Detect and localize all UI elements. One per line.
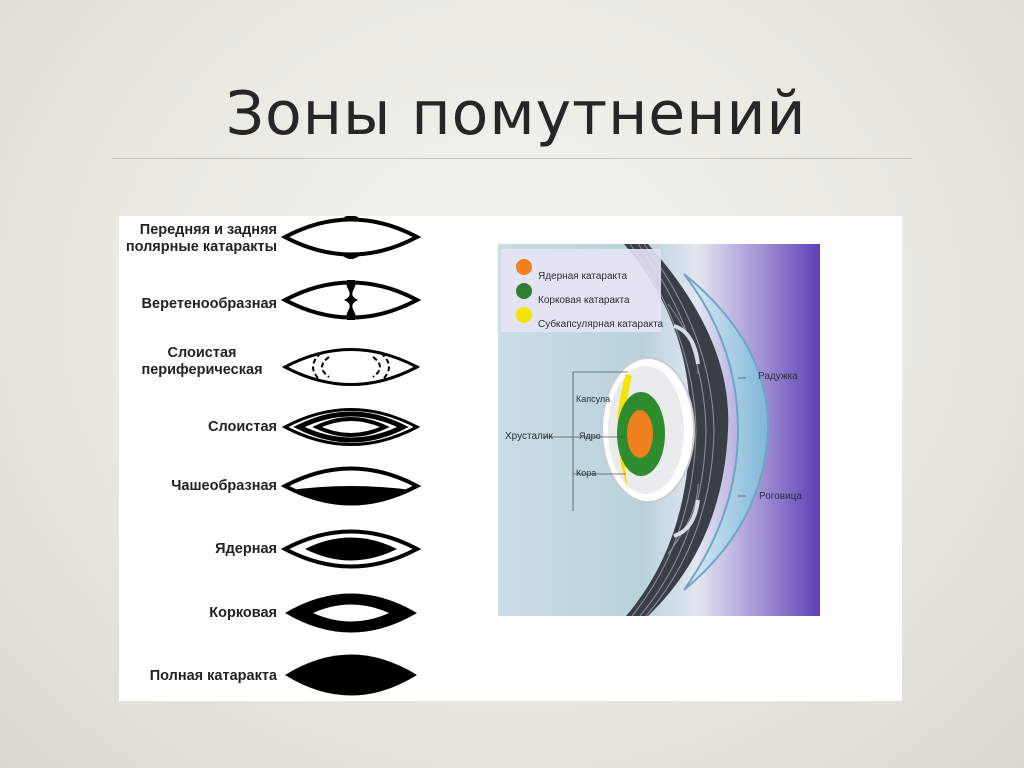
- label-iris: Радужка: [758, 371, 798, 382]
- label-lens: Хрусталик: [505, 431, 553, 442]
- label-nucleus: Ядро: [579, 431, 601, 441]
- title-divider: [112, 158, 912, 159]
- label-cornea: Роговица: [759, 491, 802, 502]
- figure-panel: Передняя и задняя полярные катаракты Вер…: [119, 216, 902, 701]
- label-cortex: Кора: [576, 468, 597, 478]
- label-layered-peripheral-cataract: Слоистая периферическая: [141, 345, 263, 378]
- eye-cross-section: [498, 244, 820, 616]
- label-spindle-cataract: Веретенообразная: [141, 296, 277, 312]
- layered-cataract-lens: [281, 408, 421, 446]
- cup-shaped-cataract-lens: [280, 466, 422, 506]
- lens-schematics: [280, 216, 422, 696]
- total-cataract-lens: [285, 654, 417, 696]
- legend-swatch-subcapsular: [516, 307, 532, 323]
- label-polar-cataract: Передняя и задняя полярные катаракты: [125, 222, 277, 255]
- label-capsule: Капсула: [576, 394, 611, 404]
- legend-swatch-nuclear: [516, 259, 532, 275]
- legend-swatch-cortical: [516, 283, 532, 299]
- nuclear-cataract-lens: [280, 529, 422, 569]
- legend-subcapsular: Субкапсулярная катаракта: [538, 319, 664, 330]
- label-layered-cataract: Слоистая: [208, 419, 277, 435]
- cortical-cataract-lens: [285, 593, 417, 633]
- label-cup-shaped-cataract: Чашеобразная: [171, 478, 277, 494]
- spindle-cataract-lens: [280, 280, 422, 320]
- label-nuclear-cataract: Ядерная: [215, 541, 277, 557]
- label-cortical-cataract: Корковая: [209, 605, 277, 621]
- slide-title: Зоны помутнений: [225, 79, 807, 149]
- polar-cataract-lens: [280, 216, 422, 259]
- legend-nuclear: Ядерная катаракта: [538, 271, 628, 282]
- layered-peripheral-cataract-lens: [281, 348, 421, 386]
- label-total-cataract: Полная катаракта: [149, 668, 277, 684]
- legend-cortical: Корковая катаракта: [538, 295, 630, 306]
